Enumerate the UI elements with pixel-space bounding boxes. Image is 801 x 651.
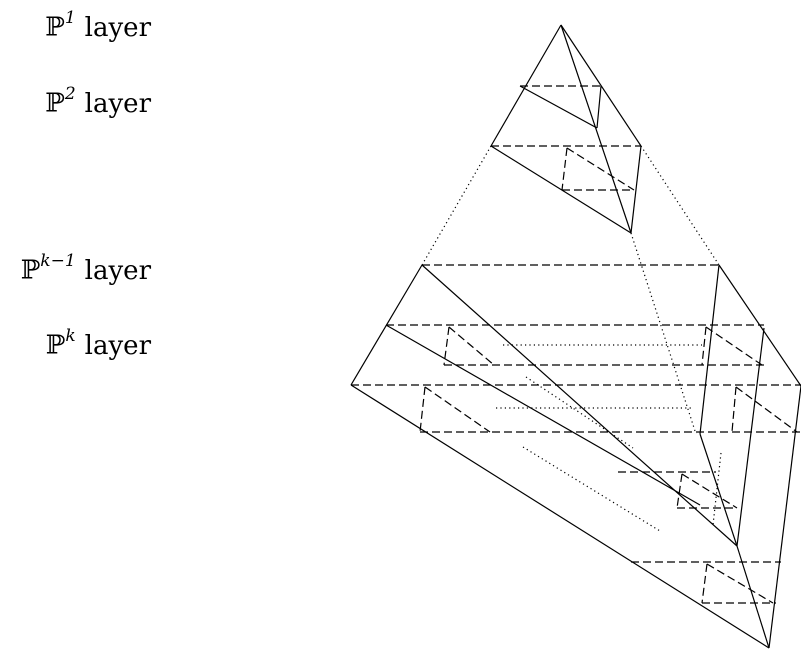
- lower-tier-left: [676, 473, 683, 509]
- lower-tier-diag: [681, 473, 738, 509]
- pk-layer-right-edge: [736, 327, 765, 547]
- dotted-diag-1: [525, 376, 634, 449]
- p1-word: layer: [84, 12, 151, 43]
- pk-minus-1-symbol: ℙ: [20, 255, 41, 286]
- left-connector: [421, 145, 492, 266]
- pk-word: layer: [84, 330, 151, 361]
- p2-layer-label: ℙ2 layer: [45, 86, 151, 119]
- center-connector: [630, 232, 697, 435]
- top-front-bottom-edge: [490, 145, 632, 234]
- far-right-edge: [768, 385, 801, 649]
- top-center-edge: [560, 24, 632, 234]
- bottom-upper-diagonal: [421, 264, 738, 547]
- center-ridge-lower: [699, 433, 738, 547]
- dotted-diag-2: [522, 446, 661, 532]
- bottom-tier-diag: [706, 563, 774, 604]
- base-inner-right-diag: [735, 386, 798, 433]
- pk-minus-1-word: layer: [84, 255, 151, 286]
- pk-inner-diag: [448, 326, 495, 366]
- base-inner-right: [731, 386, 737, 433]
- base-inner-diag: [424, 386, 491, 433]
- pk-layer-front-edge: [385, 324, 701, 506]
- pk-minus-1-exponent: k−1: [40, 251, 76, 271]
- pk-minus-1-right-front: [699, 264, 720, 435]
- p2-inner-left: [561, 147, 568, 191]
- right-connector: [640, 145, 720, 266]
- p1-layer-label: ℙ1 layer: [45, 10, 151, 43]
- base-inner-left: [419, 386, 426, 433]
- bottom-tier-left: [701, 563, 708, 604]
- pk-inner-right-diag: [705, 326, 763, 366]
- dotted-connectors: [421, 145, 720, 435]
- top-right-bottom-edge: [630, 145, 642, 234]
- pk-inner-right: [701, 326, 707, 366]
- dotted-right-vertical: [712, 452, 722, 526]
- p2-exponent: 2: [64, 84, 76, 104]
- pk-minus-1-layer-label: ℙk−1 layer: [20, 253, 151, 286]
- p1-layer-front-edge: [519, 85, 598, 129]
- p1-layer-side-edge: [596, 85, 602, 129]
- p1-exponent: 1: [64, 8, 76, 28]
- p2-word: layer: [84, 88, 151, 119]
- pk-symbol: ℙ: [45, 330, 66, 361]
- pk-inner-left: [443, 326, 450, 366]
- p1-symbol: ℙ: [45, 12, 65, 43]
- top-right-edge: [560, 24, 642, 147]
- top-pyramid: [490, 24, 642, 234]
- pk-exponent: k: [65, 326, 76, 346]
- p2-inner-diag: [566, 147, 635, 191]
- p2-symbol: ℙ: [45, 88, 65, 119]
- center-ridge-bottom: [736, 545, 770, 649]
- bottom-frustum: [350, 264, 801, 649]
